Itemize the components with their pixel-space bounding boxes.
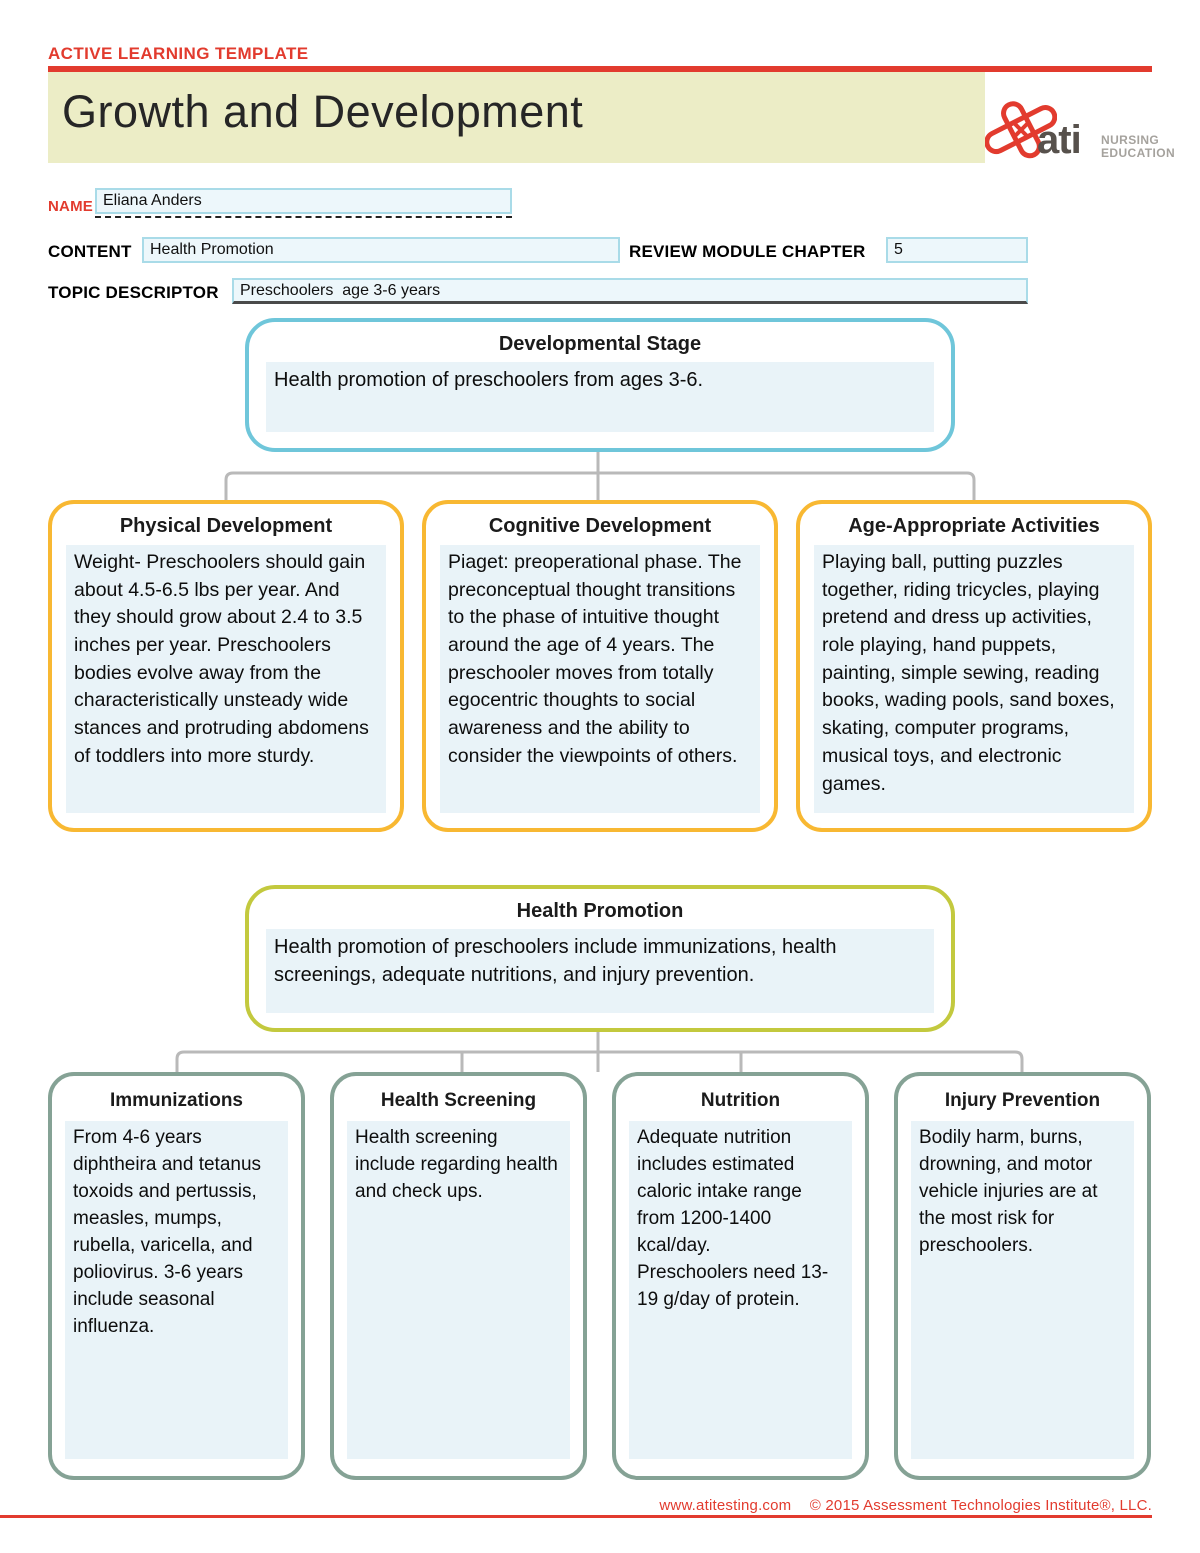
physical-development-box: Physical Development Weight- Preschooler…	[48, 500, 404, 832]
health-screening-text-field[interactable]: Health screening include regarding healt…	[347, 1121, 570, 1459]
cognitive-development-box: Cognitive Development Piaget: preoperati…	[422, 500, 778, 832]
ati-bandage-icon	[985, 101, 1057, 159]
footer-credits: www.atitesting.com © 2015 Assessment Tec…	[659, 1497, 1152, 1514]
content-label: CONTENT	[48, 242, 132, 261]
footer-divider-rule	[0, 1515, 1152, 1518]
template-type-label: ACTIVE LEARNING TEMPLATE	[48, 44, 309, 63]
health-screening-title: Health Screening	[380, 1090, 537, 1111]
nutrition-title: Nutrition	[700, 1090, 781, 1111]
physical-development-title: Physical Development	[119, 515, 333, 537]
ati-logo: ati NURSING EDUCATION	[985, 92, 1175, 170]
name-label: NAME	[48, 198, 93, 215]
injury-prevention-text-field[interactable]: Bodily harm, burns, drowning, and motor …	[911, 1121, 1134, 1459]
page-title: Growth and Development	[62, 86, 584, 137]
health-promotion-text-field[interactable]: Health promotion of preschoolers include…	[266, 929, 934, 1013]
review-module-chapter-label: REVIEW MODULE CHAPTER	[629, 242, 866, 261]
footer-copyright: © 2015 Assessment Technologies Institute…	[809, 1497, 1152, 1514]
name-input[interactable]: Eliana Anders	[95, 188, 512, 214]
injury-prevention-title: Injury Prevention	[944, 1090, 1101, 1111]
age-appropriate-activities-box: Age-Appropriate Activities Playing ball,…	[796, 500, 1152, 832]
immunizations-title: Immunizations	[109, 1090, 243, 1111]
developmental-stage-title: Developmental Stage	[498, 333, 702, 355]
review-module-chapter-input[interactable]: 5	[886, 237, 1028, 263]
cognitive-development-title: Cognitive Development	[488, 515, 712, 537]
nutrition-text-field[interactable]: Adequate nutrition includes estimated ca…	[629, 1121, 852, 1459]
nutrition-box: Nutrition Adequate nutrition includes es…	[612, 1072, 869, 1480]
topic-descriptor-label: TOPIC DESCRIPTOR	[48, 283, 219, 302]
ati-logo-subtitle: NURSING EDUCATION	[1101, 133, 1176, 161]
developmental-stage-box: Developmental Stage Health promotion of …	[245, 318, 955, 452]
ati-wordmark: ati	[1037, 118, 1082, 162]
topic-descriptor-input[interactable]: Preschoolers age 3-6 years	[232, 278, 1028, 304]
ati-logo-subtitle-line2: EDUCATION	[1101, 146, 1176, 161]
developmental-stage-text-field[interactable]: Health promotion of preschoolers from ag…	[266, 362, 934, 432]
age-appropriate-activities-title: Age-Appropriate Activities	[848, 515, 1100, 537]
name-underline	[95, 192, 512, 218]
footer-website: www.atitesting.com	[659, 1497, 792, 1514]
content-input[interactable]: Health Promotion	[142, 237, 620, 263]
title-banner	[48, 72, 985, 163]
age-appropriate-activities-text-field[interactable]: Playing ball, putting puzzles together, …	[814, 545, 1134, 813]
immunizations-box: Immunizations From 4-6 years diphtheira …	[48, 1072, 305, 1480]
health-promotion-box: Health Promotion Health promotion of pre…	[245, 885, 955, 1032]
header-divider-rule	[48, 66, 1152, 72]
health-promotion-title: Health Promotion	[516, 900, 684, 922]
injury-prevention-box: Injury Prevention Bodily harm, burns, dr…	[894, 1072, 1151, 1480]
ati-logo-subtitle-line1: NURSING	[1101, 133, 1160, 147]
physical-development-text-field[interactable]: Weight- Preschoolers should gain about 4…	[66, 545, 386, 813]
cognitive-development-text-field[interactable]: Piaget: preoperational phase. The precon…	[440, 545, 760, 813]
health-screening-box: Health Screening Health screening includ…	[330, 1072, 587, 1480]
immunizations-text-field[interactable]: From 4-6 years diphtheira and tetanus to…	[65, 1121, 288, 1459]
